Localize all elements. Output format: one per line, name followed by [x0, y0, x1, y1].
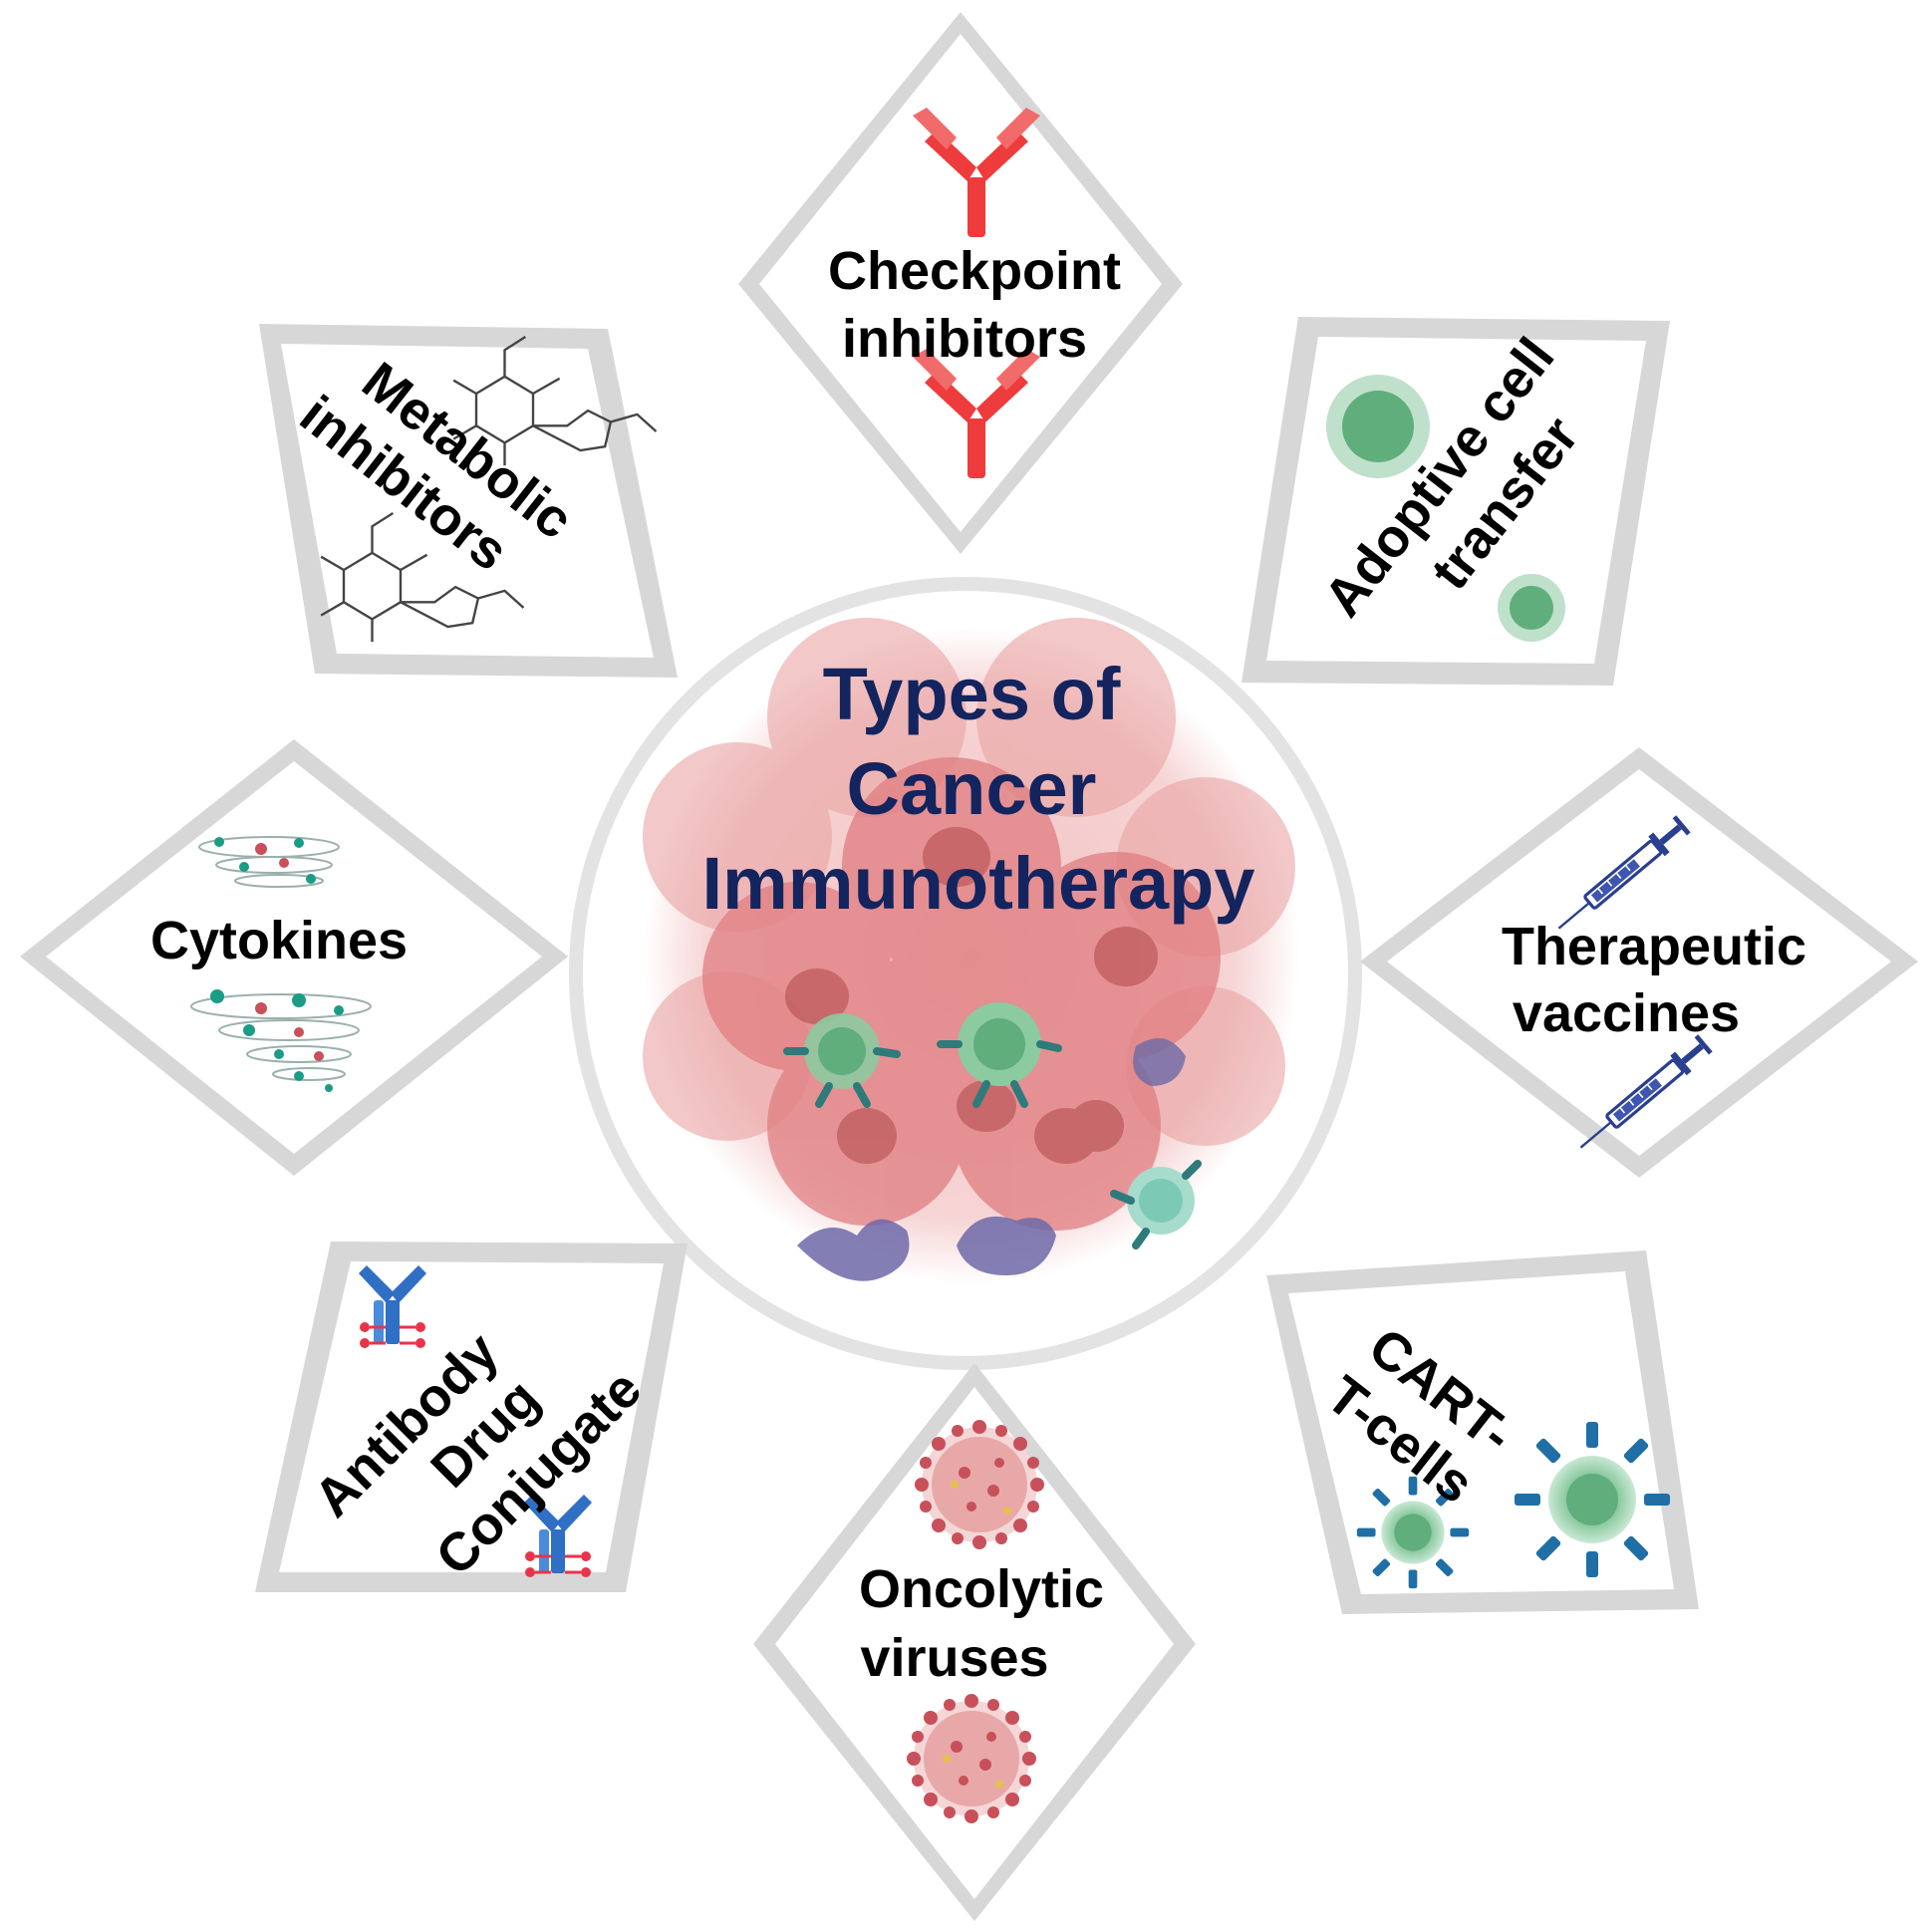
therapy-oncolytic-viruses: Oncolytic viruses	[753, 1363, 1196, 1921]
checkpoint-label-line-1: Checkpoint	[828, 241, 1121, 301]
cytokines-label: Cytokines	[150, 911, 408, 970]
immune-cells	[797, 1038, 1186, 1281]
tumor-cells-illustration	[643, 618, 1295, 1281]
therapy-adoptive-cell-transfer: Adoptive cell transfer	[1241, 317, 1670, 686]
title-line-2: Cancer	[847, 747, 1097, 830]
t-cells	[783, 1002, 1202, 1249]
title-line-1: Types of	[823, 653, 1121, 735]
center-tumor-circle: Types of Cancer Immunotherapy	[569, 577, 1362, 1370]
oncolytic-label-line-1: Oncolytic	[859, 1559, 1104, 1619]
therapy-cytokines: Cytokines	[20, 739, 568, 1176]
cell-icon	[1326, 375, 1565, 642]
therapy-therapeutic-vaccines: Therapeutic vaccines	[1360, 747, 1918, 1178]
checkpoint-label-line-2: inhibitors	[842, 309, 1087, 369]
oncolytic-label-line-2: viruses	[860, 1628, 1048, 1688]
therapy-cart-t-cells: CART- T-cells	[1266, 1250, 1699, 1614]
cytokine-spiral-icon	[190, 836, 372, 1092]
therapy-antibody-drug-conjugate: Antibody Drug Conjugate	[255, 1242, 688, 1592]
title-line-3: Immunotherapy	[701, 842, 1254, 925]
therapy-metabolic-inhibitors: Metabolic inhibitors	[259, 324, 678, 678]
vaccines-label-line-2: vaccines	[1513, 983, 1740, 1043]
therapy-checkpoint-inhibitors: Checkpoint inhibitors	[738, 12, 1183, 554]
vaccines-label-line-1: Therapeutic	[1502, 917, 1806, 976]
